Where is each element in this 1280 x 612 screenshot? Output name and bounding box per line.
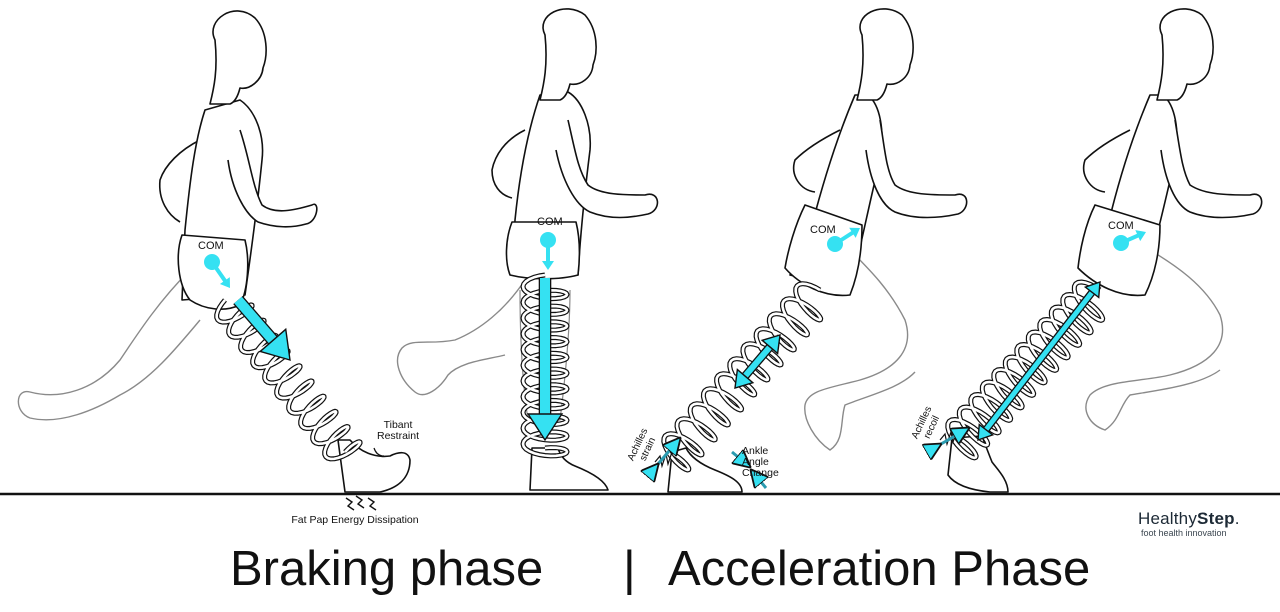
braking-phase-title: Braking phase [230, 542, 544, 596]
runner-figure-2 [397, 8, 659, 491]
com-label-3: COM [810, 224, 836, 236]
com-arrow-4-head [1135, 230, 1146, 242]
logo-tagline: foot health innovation [1141, 528, 1227, 538]
healthystep-logo: HealthyStep. foot health innovation [1138, 509, 1278, 538]
fat-pad-label: Fat Pap Energy Dissipation [291, 514, 419, 526]
fat-pad-zigzag-icon [345, 495, 377, 511]
tibant-restraint-label: Tibant Restraint [376, 419, 419, 442]
com-arrow-4 [1120, 232, 1142, 245]
achilles-strain-double-arrow-icon [653, 444, 675, 470]
force-arrow-figure-3 [740, 342, 775, 381]
force-arrow-figure-3-head [760, 334, 781, 355]
com-label-4: COM [1108, 220, 1134, 232]
force-arrow-figure-4 [982, 288, 1096, 434]
ankle-angle-arrow-up-icon [756, 476, 766, 489]
force-arrow-figure-1-head [258, 327, 291, 361]
ankle-angle-arrow-down-icon [731, 452, 744, 462]
runner-figure-1 [17, 10, 411, 493]
com-arrow-1 [210, 260, 229, 285]
com-arrow-1-head [219, 277, 230, 288]
force-arrow-figure-2-head [526, 413, 564, 442]
force-arrow-figure-3-tail [734, 368, 755, 389]
force-arrow-figure-4-tail [977, 423, 995, 442]
force-arrows [204, 227, 1146, 442]
ankle-angle-change-label: Ankle Angle Change [742, 445, 779, 479]
runner-figure-4 [947, 8, 1263, 493]
spring-figure-1 [214, 298, 363, 462]
com-label-2: COM [537, 216, 563, 228]
tibant-pointer-icon [373, 447, 385, 457]
com-label-1: COM [198, 240, 224, 252]
phase-caption: Braking phase | Acceleration Phase [0, 541, 1280, 607]
logo-wordmark: HealthyStep. [1138, 509, 1240, 528]
com-arrow-2-head [542, 261, 554, 270]
com-arrow-3-head [849, 227, 860, 238]
com-arrow-3 [833, 229, 857, 246]
force-arrow-figure-1 [234, 296, 281, 348]
achilles-recoil-double-arrow-icon [934, 432, 962, 448]
phase-separator: | [623, 542, 636, 596]
runner-figure-3 [667, 8, 968, 493]
force-arrow-figure-4-head [1083, 280, 1101, 299]
acceleration-phase-title: Acceleration Phase [668, 542, 1091, 596]
